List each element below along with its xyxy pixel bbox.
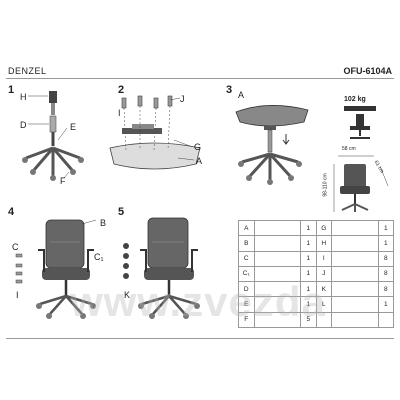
- part-picture-bolt: [331, 250, 379, 267]
- part-qty: 1: [300, 235, 317, 252]
- label-F: F: [60, 176, 66, 186]
- step-4-illustration: [15, 219, 97, 319]
- label-E: E: [70, 122, 77, 132]
- part-picture-allen-key: [331, 296, 379, 313]
- part-picture-screw: [331, 265, 379, 283]
- step-3-illustration: [235, 105, 309, 185]
- model-name: DENZEL: [8, 66, 47, 76]
- weight-capacity: 102 kg: [344, 96, 366, 103]
- width-dimension: 58 cm: [342, 146, 356, 152]
- part-key: C: [238, 250, 255, 267]
- part-key: H: [315, 235, 332, 252]
- model-code: OFU-6104A: [343, 66, 392, 76]
- part-qty: 1: [300, 219, 317, 237]
- step-1-number: 1: [8, 84, 15, 96]
- label-B: B: [100, 218, 107, 228]
- weight-chair-icon: [344, 106, 376, 139]
- bottom-divider: [6, 338, 394, 339]
- part-qty: 5: [300, 311, 317, 329]
- part-picture-empty: [331, 311, 379, 329]
- part-picture-caster: [253, 311, 301, 329]
- part-picture-mechanism: [331, 219, 379, 237]
- table-row: B 1 H 1: [238, 235, 394, 252]
- part-key: A: [238, 219, 255, 237]
- part-qty: 1: [300, 250, 317, 267]
- table-row: C 1 I 8: [238, 250, 394, 267]
- part-qty: [377, 311, 394, 329]
- label-I-step4: I: [16, 290, 19, 300]
- watermark: www.zvezda: [70, 278, 326, 325]
- step-5-illustration: [123, 217, 200, 319]
- table-row: D 1 K 8: [238, 281, 394, 298]
- part-qty: 8: [377, 250, 394, 267]
- part-qty: 8: [377, 281, 394, 298]
- label-J: J: [180, 94, 185, 104]
- table-row: C₁ 1 J 8: [238, 265, 394, 283]
- table-row: E 1 L 1: [238, 296, 394, 313]
- step-1-illustration: [22, 91, 84, 181]
- table-row: A 1 G 1: [238, 219, 394, 237]
- label-C: C: [12, 242, 19, 252]
- label-D: D: [20, 120, 27, 130]
- top-divider: [6, 78, 394, 79]
- part-picture-seat: [253, 219, 301, 237]
- part-picture-armrest: [253, 250, 301, 267]
- part-qty: 1: [377, 235, 394, 252]
- step-3-number: 3: [226, 84, 233, 96]
- label-C1: C₁: [94, 252, 104, 262]
- part-key: B: [238, 235, 255, 252]
- part-qty: 8: [377, 265, 394, 283]
- step-5-number: 5: [118, 206, 125, 218]
- label-A-step3: A: [238, 90, 245, 100]
- part-picture-gas-cover: [331, 235, 379, 252]
- part-qty: 1: [377, 219, 394, 237]
- parts-table: A 1 G 1 B 1 H 1 C 1 I 8 C₁ 1 J 8 D 1 K 8: [238, 219, 394, 329]
- step-2-number: 2: [118, 84, 125, 96]
- label-H: H: [20, 92, 27, 102]
- label-G: G: [194, 142, 202, 152]
- label-A-step2: A: [196, 156, 203, 166]
- label-K: K: [124, 290, 131, 300]
- label-I: I: [118, 108, 121, 118]
- height-dimension: 98-110 cm: [322, 173, 329, 197]
- part-key: G: [315, 219, 332, 237]
- part-qty: 1: [377, 296, 394, 313]
- dimension-chair-drawing: [333, 155, 389, 212]
- part-picture-washer: [331, 281, 379, 298]
- part-key: I: [315, 250, 332, 267]
- part-picture-backrest: [253, 235, 301, 252]
- step-4-number: 4: [8, 206, 15, 218]
- table-row: F 5: [238, 311, 394, 329]
- step-2-illustration: [109, 95, 201, 170]
